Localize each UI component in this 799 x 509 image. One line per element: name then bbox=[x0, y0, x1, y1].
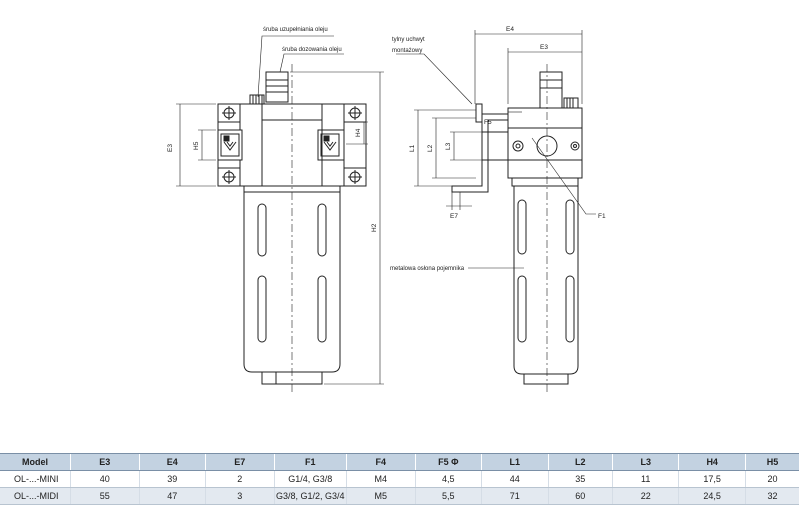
table-header-row: Model E3 E4 E7 F1 F4 F5 Φ L1 L2 L3 H4 H5 bbox=[0, 453, 799, 471]
table-header-cell: L3 bbox=[611, 453, 679, 471]
table-header-cell: L2 bbox=[547, 453, 613, 471]
dim-H4: H4 bbox=[355, 128, 362, 137]
table-cell: 22 bbox=[611, 487, 679, 505]
dim-L3: L3 bbox=[445, 142, 452, 150]
dim-E3-front: E3 bbox=[167, 144, 174, 152]
dim-L2: L2 bbox=[427, 144, 434, 152]
dim-E4: E4 bbox=[506, 26, 514, 33]
table-cell: 71 bbox=[481, 487, 548, 505]
table-header-cell: L1 bbox=[481, 453, 548, 471]
table-header-cell: Model bbox=[0, 453, 71, 471]
table-cell: 17,5 bbox=[678, 470, 746, 488]
table-cell: 32 bbox=[744, 487, 799, 505]
label-rear-mount-line1: tylny uchwyt bbox=[392, 37, 425, 43]
table-cell: G1/4, G3/8 bbox=[273, 470, 347, 488]
label-oil-fill-screw: śruba uzupełniania oleju bbox=[263, 27, 328, 33]
table-cell: 40 bbox=[70, 470, 140, 488]
table-cell: OL-...-MIDI bbox=[0, 487, 71, 505]
table-header-cell: F4 bbox=[346, 453, 416, 471]
dim-H5: H5 bbox=[193, 141, 200, 150]
dim-H2: H2 bbox=[371, 223, 378, 232]
table-cell: 5,5 bbox=[414, 487, 482, 505]
table-header-cell: E7 bbox=[205, 453, 274, 471]
label-bowl-guard: metalowa osłona pojemnika bbox=[390, 266, 465, 272]
technical-drawing: śruba uzupełniania oleju śruba dozowania… bbox=[167, 26, 606, 392]
table-cell: G3/8, G1/2, G3/4 bbox=[273, 487, 347, 505]
table-cell: OL-...-MINI bbox=[0, 470, 71, 488]
table-cell: 11 bbox=[611, 470, 679, 488]
table-header-cell: E3 bbox=[70, 453, 140, 471]
table-cell: 3 bbox=[205, 487, 274, 505]
table-cell: 47 bbox=[138, 487, 206, 505]
table-header-cell: F1 bbox=[273, 453, 347, 471]
front-view bbox=[217, 64, 367, 392]
table-header-cell: H5 bbox=[744, 453, 799, 471]
side-view bbox=[451, 64, 583, 392]
table-cell: 4,5 bbox=[414, 470, 482, 488]
table-cell: 55 bbox=[70, 487, 140, 505]
label-oil-dose-screw: śruba dozowania oleju bbox=[282, 47, 342, 53]
table-row: OL-...-MIDI 55 47 3 G3/8, G1/2, G3/4 M5 … bbox=[0, 487, 799, 505]
table-cell: 35 bbox=[547, 470, 613, 488]
table-row: OL-...-MINI 40 39 2 G1/4, G3/8 M4 4,5 44… bbox=[0, 470, 799, 488]
table-cell: 2 bbox=[205, 470, 274, 488]
dim-E7: E7 bbox=[450, 213, 458, 220]
label-rear-mount-line2: montażowy bbox=[392, 48, 422, 54]
table-cell: 60 bbox=[547, 487, 613, 505]
table-cell: 20 bbox=[744, 470, 799, 488]
table-header-cell: H4 bbox=[678, 453, 746, 471]
table-cell: M5 bbox=[346, 487, 416, 505]
dim-F1: F1 bbox=[598, 213, 606, 220]
dim-F5: F5 bbox=[484, 119, 492, 126]
table-header-cell: E4 bbox=[138, 453, 206, 471]
dim-E3-side: E3 bbox=[540, 44, 548, 51]
spec-table: Model E3 E4 E7 F1 F4 F5 Φ L1 L2 L3 H4 H5… bbox=[0, 453, 799, 505]
dim-L1: L1 bbox=[409, 144, 416, 152]
table-cell: 39 bbox=[138, 470, 206, 488]
table-cell: 24,5 bbox=[678, 487, 746, 505]
table-cell: M4 bbox=[346, 470, 416, 488]
table-header-cell: F5 Φ bbox=[414, 453, 482, 471]
table-cell: 44 bbox=[481, 470, 548, 488]
